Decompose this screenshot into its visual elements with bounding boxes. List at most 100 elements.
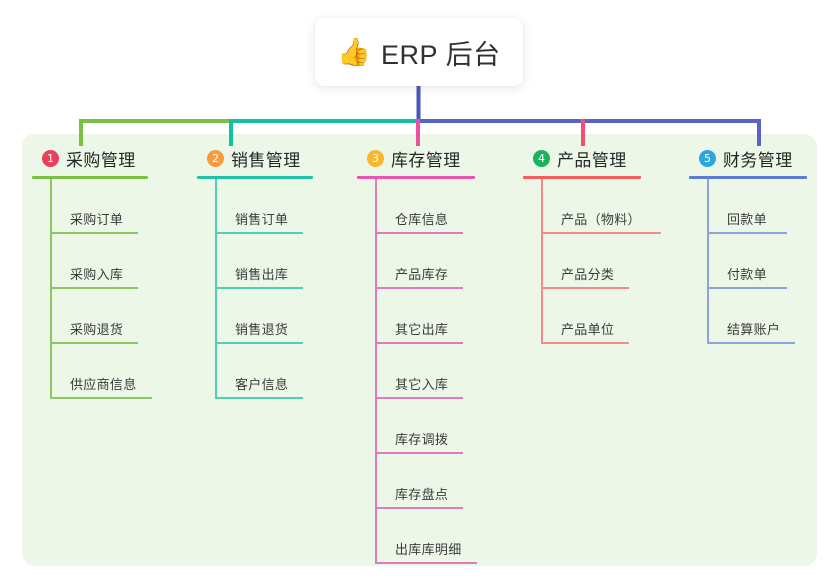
leaf-rule (375, 562, 477, 564)
leaf-node[interactable]: 采购退货 (50, 289, 182, 344)
leaf-label: 产品分类 (561, 267, 615, 282)
leaf-rule (375, 507, 463, 509)
leaf-node[interactable]: 结算账户 (707, 289, 839, 344)
leaf-label: 结算账户 (727, 322, 781, 337)
leaf-label: 销售退货 (235, 322, 289, 337)
leaf-node[interactable]: 仓库信息 (375, 179, 512, 234)
branch-badge-3: 3 (367, 149, 384, 167)
leaf-node[interactable]: 产品库存 (375, 234, 512, 289)
leaf-rule (50, 342, 138, 344)
leaf-node[interactable]: 供应商信息 (50, 344, 182, 399)
branch-badge-2: 2 (207, 149, 224, 167)
leaf-label: 库存调拨 (395, 432, 449, 447)
leaf-label: 销售出库 (235, 267, 289, 282)
leaf-rule (541, 232, 661, 234)
leaf-rule (215, 397, 303, 399)
leaf-node[interactable]: 产品单位 (541, 289, 683, 344)
leaf-label: 供应商信息 (70, 377, 137, 392)
leaf-rule (707, 287, 787, 289)
branch-spine-2 (215, 179, 217, 399)
branch-spine-5 (707, 179, 709, 344)
leaf-node[interactable]: 库存盘点 (375, 454, 512, 509)
leaf-rule (215, 287, 303, 289)
branch-rule-3 (357, 176, 475, 179)
leaf-rule (707, 232, 787, 234)
leaf-node[interactable]: 销售退货 (215, 289, 347, 344)
leaf-label: 销售订单 (235, 212, 289, 227)
branch-badge-4: 4 (533, 149, 550, 167)
leaf-node[interactable]: 其它出库 (375, 289, 512, 344)
leaf-label: 产品单位 (561, 322, 615, 337)
leaf-rule (375, 397, 463, 399)
leaf-rule (707, 342, 795, 344)
root-title: ERP 后台 (381, 39, 501, 70)
branch-spine-1 (50, 179, 52, 399)
leaf-rule (375, 287, 463, 289)
leaf-rule (541, 287, 629, 289)
leaf-label: 库存盘点 (395, 487, 449, 502)
leaf-node[interactable]: 回款单 (707, 179, 839, 234)
leaf-node[interactable]: 其它入库 (375, 344, 512, 399)
thumbs-up-icon: 👍 (337, 36, 372, 67)
branch-rule-2 (197, 176, 313, 179)
leaf-node[interactable]: 采购订单 (50, 179, 182, 234)
branch-items-3: 仓库信息产品库存其它出库其它入库库存调拨库存盘点出库库明细 (357, 179, 512, 564)
leaf-node[interactable]: 付款单 (707, 234, 839, 289)
leaf-label: 采购入库 (70, 267, 124, 282)
branch-items-2: 销售订单销售出库销售退货客户信息 (197, 179, 347, 399)
leaf-label: 采购退货 (70, 322, 124, 337)
leaf-node[interactable]: 产品分类 (541, 234, 683, 289)
leaf-node[interactable]: 产品（物料） (541, 179, 683, 234)
branch-title-1: 采购管理 (66, 150, 136, 170)
branch-badge-5: 5 (699, 149, 716, 167)
leaf-label: 付款单 (727, 267, 767, 282)
branch-header-4[interactable]: 4 产品管理 (523, 146, 683, 170)
branch-column-3: 3 库存管理仓库信息产品库存其它出库其它入库库存调拨库存盘点出库库明细 (357, 146, 512, 564)
leaf-label: 其它出库 (395, 322, 449, 337)
branch-header-2[interactable]: 2 销售管理 (197, 146, 347, 170)
branch-title-3: 库存管理 (391, 150, 461, 170)
branch-rule-1 (32, 176, 148, 179)
leaf-rule (375, 232, 463, 234)
leaf-node[interactable]: 出库库明细 (375, 509, 512, 564)
leaf-label: 回款单 (727, 212, 767, 227)
leaf-node[interactable]: 销售订单 (215, 179, 347, 234)
branch-column-2: 2 销售管理销售订单销售出库销售退货客户信息 (197, 146, 347, 399)
leaf-rule (50, 397, 152, 399)
leaf-node[interactable]: 采购入库 (50, 234, 182, 289)
leaf-rule (375, 452, 463, 454)
leaf-node[interactable]: 销售出库 (215, 234, 347, 289)
leaf-node[interactable]: 库存调拨 (375, 399, 512, 454)
leaf-label: 采购订单 (70, 212, 124, 227)
leaf-node[interactable]: 客户信息 (215, 344, 347, 399)
leaf-label: 出库库明细 (395, 542, 462, 557)
leaf-label: 客户信息 (235, 377, 289, 392)
branch-title-2: 销售管理 (231, 150, 301, 170)
branch-items-1: 采购订单采购入库采购退货供应商信息 (32, 179, 182, 399)
branch-header-5[interactable]: 5 财务管理 (689, 146, 839, 170)
branch-header-3[interactable]: 3 库存管理 (357, 146, 512, 170)
branch-title-5: 财务管理 (723, 150, 793, 170)
branch-column-5: 5 财务管理回款单付款单结算账户 (689, 146, 839, 344)
leaf-rule (50, 232, 138, 234)
branch-items-4: 产品（物料） 产品分类产品单位 (523, 179, 683, 344)
branch-title-4: 产品管理 (557, 150, 627, 170)
branch-spine-3 (375, 179, 377, 564)
root-node[interactable]: 👍 ERP 后台 (315, 18, 523, 86)
branch-items-5: 回款单付款单结算账户 (689, 179, 839, 344)
branch-spine-4 (541, 179, 543, 344)
leaf-rule (541, 342, 629, 344)
leaf-label: 产品（物料） (561, 212, 641, 227)
leaf-label: 其它入库 (395, 377, 449, 392)
branch-rule-5 (689, 176, 807, 179)
branch-rule-4 (523, 176, 641, 179)
branch-column-4: 4 产品管理产品（物料） 产品分类产品单位 (523, 146, 683, 344)
leaf-label: 仓库信息 (395, 212, 449, 227)
leaf-rule (215, 342, 303, 344)
branches-panel (22, 134, 817, 566)
leaf-rule (215, 232, 303, 234)
